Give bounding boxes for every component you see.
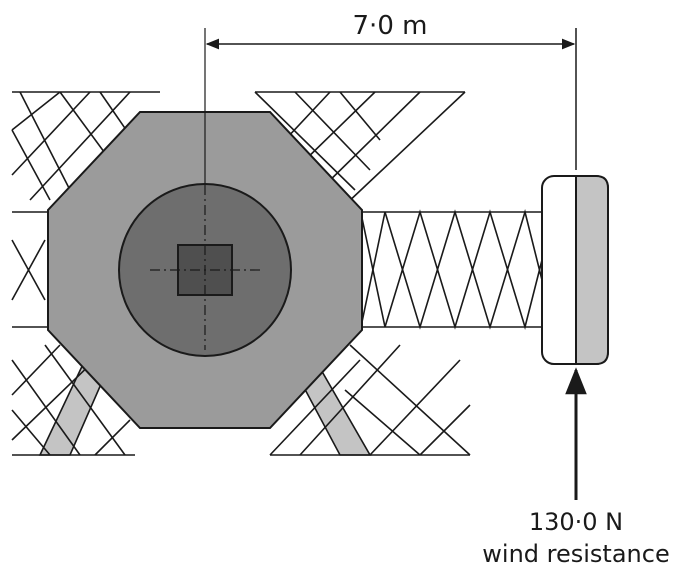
- upper-left-lattice: [11, 91, 160, 201]
- force-value-label: 130·0 N: [529, 508, 623, 536]
- left-jib-stub: [11, 211, 50, 328]
- upper-right-lattice: [254, 91, 466, 206]
- force-description-label: wind resistance: [482, 540, 669, 568]
- distance-dimension: [205, 28, 577, 170]
- centre-lines: [150, 28, 262, 350]
- counterweight: [541, 175, 609, 365]
- distance-label: 7·0 m: [353, 11, 428, 41]
- counter-jib-lattice: [360, 209, 543, 330]
